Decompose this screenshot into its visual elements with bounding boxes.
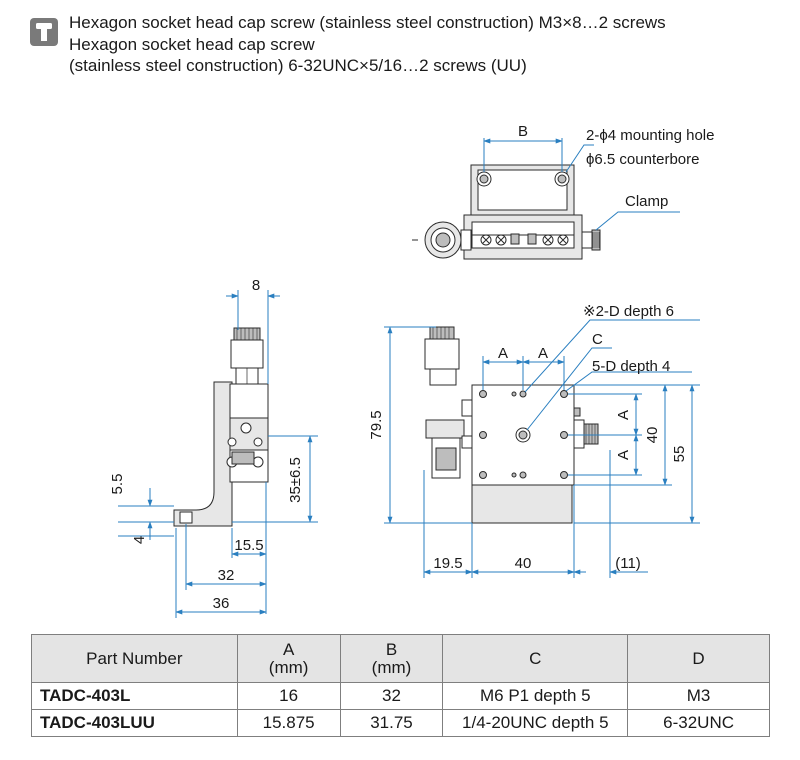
counterbore-label: ϕ6.5 counterbore (586, 151, 699, 168)
micrometer-knob (412, 221, 472, 259)
cell-part-number: TADC-403L (31, 682, 238, 710)
front-micrometer (424, 326, 473, 479)
header-part-number: Part Number (31, 634, 238, 683)
mounting-hole-right (554, 171, 570, 187)
header-b-label: B (385, 639, 398, 659)
table-row: TADC-403LUU 15.875 31.75 1/4-20UNC depth… (31, 709, 770, 737)
clamp-label: Clamp (625, 193, 668, 210)
dim-a-upper-label: A (615, 410, 632, 420)
header-a-label: A (282, 639, 295, 659)
screw-icon (30, 18, 58, 46)
dim-11-label: (11) (615, 555, 641, 572)
mounting-hole-label: 2-ϕ4 mounting hole (586, 127, 714, 144)
cell-a: 15.875 (236, 709, 341, 737)
mounting-hole-left (476, 171, 492, 187)
dim-36-label: 36 (213, 595, 230, 612)
clamp (581, 229, 601, 251)
header-a: A(mm) (236, 634, 341, 683)
cell-c: 1/4-20UNC depth 5 (442, 709, 629, 737)
table-header-row: Part Number A(mm) B(mm) C D (31, 634, 770, 683)
dim-32-label: 32 (218, 567, 235, 584)
note-c-label: C (592, 331, 603, 348)
front-stage-base (471, 484, 573, 524)
note-line-1: Hexagon socket head cap screw (stainless… (69, 13, 666, 32)
dim-35-label: 35±6.5 (287, 457, 304, 503)
mounting-holes (479, 390, 568, 479)
angle-bracket (173, 381, 233, 527)
header-c: C (442, 634, 629, 683)
note-line-3: (stainless steel construction) 6-32UNC×5… (69, 56, 527, 75)
hex-screw (480, 233, 569, 246)
dim-40-horizontal-label: 40 (515, 555, 532, 572)
dim-4-label: 4 (131, 536, 148, 544)
spec-table: Part Number A(mm) B(mm) C D TADC-403L 16… (31, 634, 770, 737)
note-2d-label: ※2-D depth 6 (583, 303, 674, 320)
dim-a-lower-label: A (615, 450, 632, 460)
dim-a-left-label: A (498, 345, 508, 362)
top-view-platform (477, 169, 568, 211)
table-row: TADC-403L 16 32 M6 P1 depth 5 M3 (31, 682, 770, 710)
dim-a-right-label: A (538, 345, 548, 362)
note-line-2: Hexagon socket head cap screw (69, 34, 315, 54)
dim-15-5-label: 15.5 (234, 537, 263, 554)
dim-79-5-label: 79.5 (368, 410, 385, 439)
front-view: 79.5 A A ※2-D depth 6 C 5-D depth 4 A A … (368, 303, 700, 578)
cell-part-number: TADC-403LUU (31, 709, 238, 737)
header-a-unit: (mm) (268, 657, 309, 677)
side-view: 8 35±6.5 5.5 4 15.5 32 36 (109, 277, 318, 618)
note-5d-label: 5-D depth 4 (592, 358, 670, 375)
dim-8-label: 8 (252, 277, 260, 294)
header-d: D (627, 634, 770, 683)
side-micrometer (230, 327, 264, 385)
cell-d: 6-32UNC (627, 709, 770, 737)
cell-b: 31.75 (339, 709, 444, 737)
dim-5-5-label: 5.5 (109, 474, 126, 495)
header-b: B(mm) (339, 634, 444, 683)
dim-b-label: B (518, 123, 528, 140)
cell-c: M6 P1 depth 5 (442, 682, 629, 710)
front-clamp (573, 407, 599, 449)
dim-19-5-label: 19.5 (433, 555, 462, 572)
cell-a: 16 (236, 682, 341, 710)
cell-b: 32 (339, 682, 444, 710)
dim-55-label: 55 (671, 446, 688, 463)
top-view: B 2-ϕ4 mounting hole ϕ6.5 counterbore Cl… (412, 123, 714, 260)
header-b-unit: (mm) (371, 657, 412, 677)
stage-drawing: B 2-ϕ4 mounting hole ϕ6.5 counterbore Cl… (109, 123, 714, 618)
cell-d: M3 (627, 682, 770, 710)
dim-40-vertical-label: 40 (644, 427, 661, 444)
